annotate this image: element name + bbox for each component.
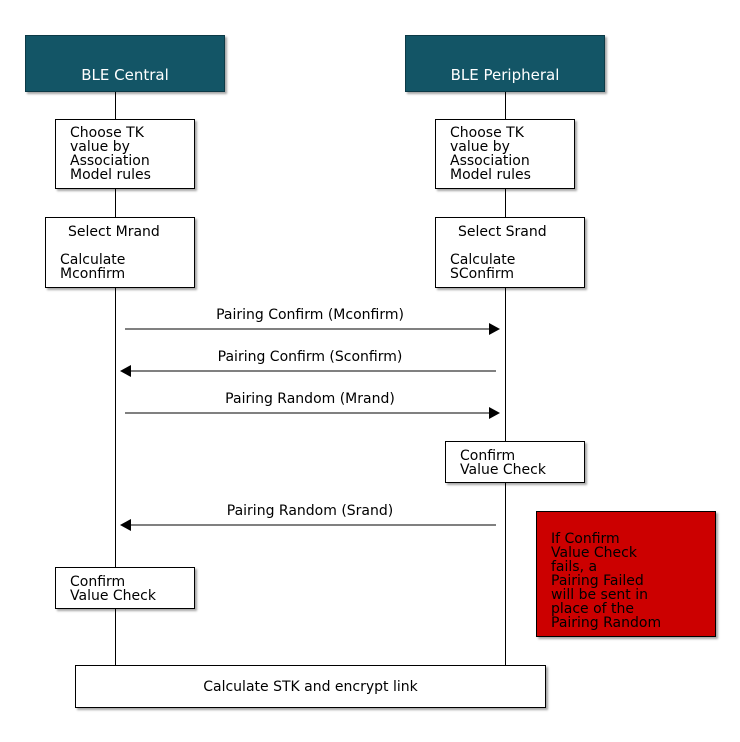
central-confirm-check-box: Confirm Value Check: [55, 567, 195, 609]
step-text: Association: [450, 153, 530, 169]
central-select-box: Select Mrand Calculate Mconfirm: [45, 217, 195, 288]
peripheral-confirm-check-box: Confirm Value Check: [445, 441, 585, 483]
footer-text: Calculate STK and encrypt link: [203, 678, 418, 695]
step-text: Confirm: [460, 448, 516, 464]
note-text: Value Check: [551, 545, 637, 561]
arrow-srand: [120, 519, 496, 531]
arrow-mrand: [125, 407, 500, 419]
arrow-sconfirm: [120, 365, 496, 377]
step-text: Association: [70, 153, 150, 169]
step-text: Select Mrand: [68, 224, 160, 240]
step-text: Choose TK: [70, 125, 144, 141]
peripheral-lifeline: [505, 92, 506, 666]
message-label: Pairing Random (Srand): [226, 503, 394, 519]
note-text: Pairing Random: [551, 615, 662, 631]
step-text: Value Check: [70, 588, 156, 604]
step-text: value by: [70, 139, 130, 155]
step-text: Model rules: [70, 167, 151, 183]
note-text: will be sent in: [551, 587, 649, 603]
step-text: Choose TK: [450, 125, 524, 141]
step-text: Confirm: [70, 574, 126, 590]
message-label: Pairing Confirm (Mconfirm): [216, 307, 404, 323]
arrow-mconfirm: [125, 323, 500, 335]
step-text: SConfirm: [450, 266, 515, 282]
note-text: If Confirm: [551, 531, 620, 547]
step-text: Calculate: [450, 252, 516, 268]
step-text: Model rules: [450, 167, 531, 183]
peripheral-choose-tk-box: Choose TK value by Association Model rul…: [435, 119, 575, 189]
step-text: Mconfirm: [60, 266, 126, 282]
note-text: place of the: [551, 601, 635, 617]
message-label: Pairing Confirm (Sconfirm): [217, 349, 403, 365]
peripheral-select-box: Select Srand Calculate SConfirm: [435, 217, 585, 288]
note-text: Pairing Failed: [551, 573, 644, 589]
peripheral-participant: BLE Peripheral: [405, 35, 605, 92]
central-lifeline: [115, 92, 116, 666]
message-label: Pairing Random (Mrand): [225, 391, 395, 407]
step-text: Select Srand: [458, 224, 547, 240]
central-choose-tk-box: Choose TK value by Association Model rul…: [55, 119, 195, 189]
peripheral-participant-label: BLE Peripheral: [450, 66, 560, 84]
central-participant-label: BLE Central: [81, 66, 169, 84]
calculate-stk-box: Calculate STK and encrypt link: [75, 665, 546, 708]
central-participant: BLE Central: [25, 35, 225, 92]
confirm-failure-note: If Confirm Value Check fails, a Pairing …: [536, 511, 716, 637]
note-text: fails, a: [551, 559, 598, 575]
step-text: value by: [450, 139, 510, 155]
step-text: Value Check: [460, 462, 546, 478]
step-text: Calculate: [60, 252, 126, 268]
